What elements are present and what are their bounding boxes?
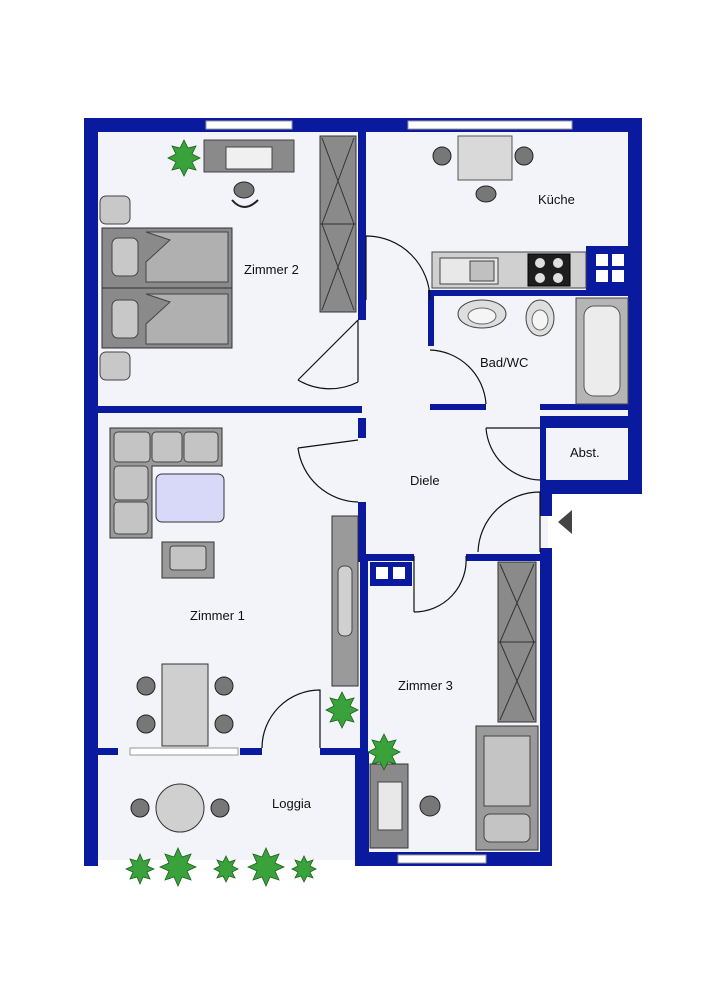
loggia-furniture — [130, 783, 230, 833]
zimmer2-furniture — [99, 135, 357, 381]
room-label-diele: Diele — [410, 473, 440, 488]
wall-squares — [376, 254, 624, 579]
kueche-furniture — [431, 135, 587, 289]
entrance-arrow-icon — [558, 510, 572, 534]
plant-icon — [167, 139, 401, 771]
windows — [129, 120, 573, 864]
room-label-loggia: Loggia — [272, 796, 312, 811]
doors — [261, 235, 541, 749]
room-label-zimmer2: Zimmer 2 — [244, 262, 299, 277]
zimmer3-furniture — [369, 561, 539, 851]
room-label-zimmer3: Zimmer 3 — [398, 678, 453, 693]
room-label-abst: Abst. — [570, 445, 600, 460]
chair-icon — [231, 181, 259, 208]
interior-walls — [96, 130, 638, 755]
room-label-zimmer1: Zimmer 1 — [190, 608, 245, 623]
room-label-kueche: Küche — [538, 192, 575, 207]
room-label-bad: Bad/WC — [480, 355, 528, 370]
plant-row — [124, 847, 317, 887]
bad-furniture — [457, 297, 629, 405]
zimmer1-furniture — [109, 427, 359, 747]
